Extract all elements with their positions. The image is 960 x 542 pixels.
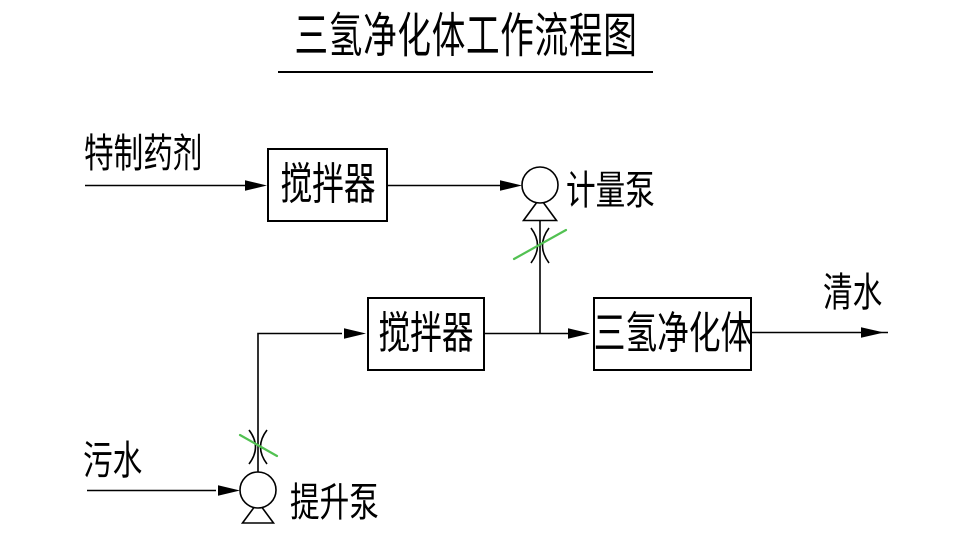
- lift-pump-icon: [239, 471, 277, 524]
- pump-body: [521, 166, 559, 204]
- pump-body: [239, 471, 277, 509]
- arrowhead-clean-water-icon: [861, 327, 884, 338]
- title-underline: [278, 71, 653, 73]
- process-box-label: 搅拌器: [279, 160, 376, 209]
- arrowhead-into-purifier-icon: [568, 328, 590, 339]
- valve-arc-right: [541, 227, 550, 264]
- process-box-mixer-top: 搅拌器: [267, 148, 388, 222]
- label-sewage: 污水: [83, 439, 143, 483]
- process-box-mixer-middle: 搅拌器: [367, 297, 485, 371]
- valve-icon: [512, 227, 568, 264]
- flow-line-riser: [257, 332, 342, 472]
- label-clean-water: 清水: [823, 271, 883, 315]
- label-metering-pump: 计量泵: [566, 169, 655, 213]
- valve-icon: [238, 429, 279, 465]
- arrowhead-into-lift-pump-icon: [218, 485, 240, 496]
- pump-stand: [240, 500, 276, 524]
- valve-arc-left: [248, 429, 257, 465]
- valve-green-stem: [512, 228, 568, 261]
- process-box-label: 搅拌器: [378, 309, 474, 358]
- arrowhead-into-metering-pump-icon: [500, 180, 522, 191]
- diagram-title-wrap: 三氢净化体工作流程图: [0, 10, 932, 63]
- label-special-agent: 特制药剂: [84, 132, 203, 176]
- valve-green-stem: [238, 433, 279, 458]
- metering-pump-icon: [521, 166, 559, 222]
- process-box-purifier: 三氢净化体: [593, 297, 752, 371]
- arrowhead-into-mixer-middle-icon: [344, 328, 366, 339]
- arrowhead-into-mixer-top-icon: [245, 180, 267, 191]
- process-box-label: 三氢净化体: [593, 309, 752, 358]
- label-lift-pump: 提升泵: [290, 481, 379, 525]
- diagram-title: 三氢净化体工作流程图: [294, 10, 638, 63]
